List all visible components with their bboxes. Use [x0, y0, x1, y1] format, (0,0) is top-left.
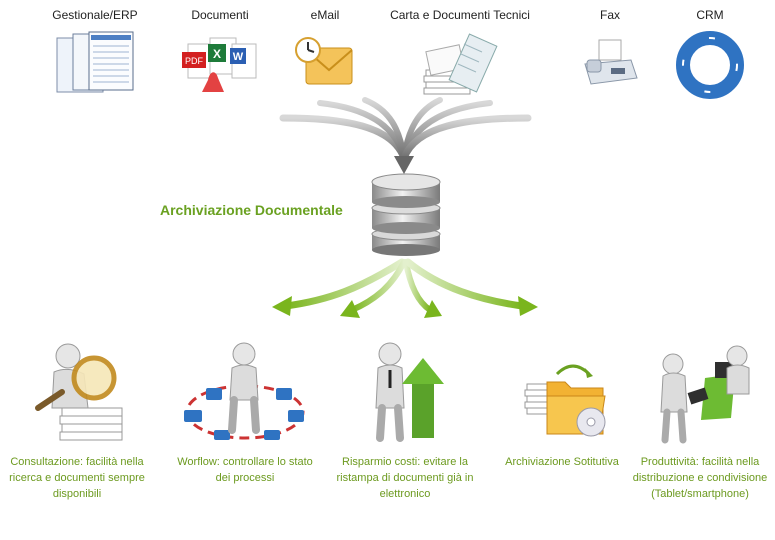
database-icon [371, 173, 441, 256]
workflow-person-icon [184, 342, 305, 440]
fax-machine-icon [584, 39, 638, 85]
outcome-label: Risparmio costi: evitare la ristampa di … [336, 456, 474, 500]
outcome-label: Worflow: controllare lo stato dei proces… [177, 456, 313, 484]
outcome-produttivita: Produttività: facilità nella distribuzio… [625, 338, 775, 502]
source-label: Gestionale/ERP [52, 8, 138, 22]
source-paper: Carta e Documenti Tecnici [390, 0, 530, 100]
source-label: Documenti [191, 8, 249, 22]
magnifier-person-icon [35, 343, 123, 441]
source-email: eMail [270, 0, 380, 96]
arrowhead-right [518, 296, 538, 316]
source-label: Fax [599, 8, 620, 22]
outcome-consultazione: Consultazione: facilità nella ricerca e … [2, 338, 152, 502]
source-erp: Gestionale/ERP [40, 0, 150, 96]
office-documents-icon: PDF X W [182, 37, 257, 92]
outcome-risparmio: Risparmio costi: evitare la ristampa di … [330, 338, 480, 502]
crm-cycle-icon [676, 31, 744, 99]
svg-text:PDF: PDF [185, 56, 204, 66]
paper-stack-icon [423, 33, 498, 95]
erp-screens-icon [56, 31, 134, 93]
email-envelope-icon [295, 37, 353, 85]
outcome-label: Archiviazione Sotitutiva [505, 456, 619, 468]
outcome-workflow: Worflow: controllare lo stato dei proces… [170, 338, 320, 486]
growth-arrow-person-icon [375, 342, 444, 442]
incoming-arrows [279, 97, 532, 162]
svg-text:W: W [233, 51, 244, 63]
outcome-label: Produttività: facilità nella distribuzio… [632, 456, 768, 500]
outcome-archiviazione: Archiviazione Sotitutiva [487, 338, 637, 470]
source-fax: Fax [555, 0, 665, 96]
svg-text:X: X [213, 47, 221, 61]
outcome-label: Consultazione: facilità nella ricerca e … [9, 456, 145, 500]
source-label: Carta e Documenti Tecnici [390, 8, 530, 22]
outgoing-arrows [282, 258, 526, 313]
source-crm: CRM [655, 0, 765, 100]
collaboration-people-icon [660, 345, 750, 444]
source-documents: Documenti PDF X W [165, 0, 275, 96]
source-label: eMail [310, 8, 340, 22]
center-title: Archiviazione Documentale [160, 202, 343, 218]
source-label: CRM [696, 8, 724, 22]
arrowhead-center-left [340, 300, 360, 318]
arrowhead-left [272, 296, 292, 316]
arrowhead-center-right [424, 300, 442, 318]
folder-archive-icon [524, 364, 606, 437]
